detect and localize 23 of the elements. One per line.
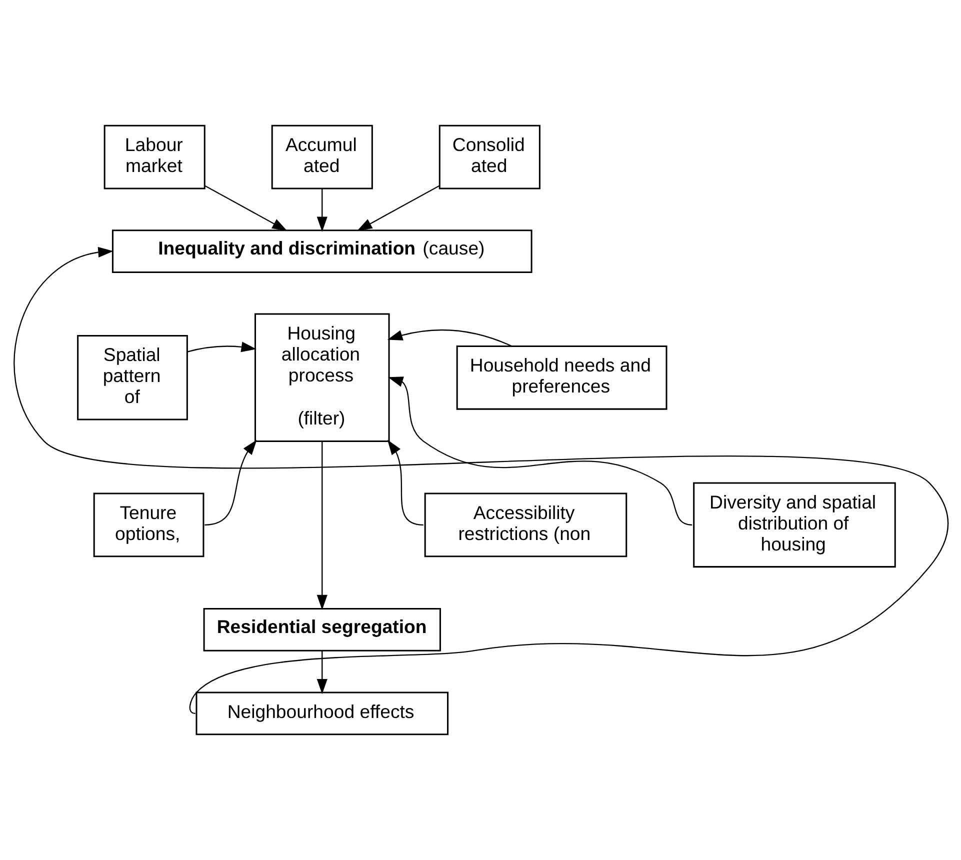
arrow <box>186 342 256 352</box>
node-box: Inequality and discrimination (cause) <box>111 230 532 273</box>
arrow <box>316 441 327 610</box>
node-box: Housing allocation process (filter) <box>254 313 390 442</box>
node-box: Accumul ated <box>270 124 372 190</box>
arrow <box>386 329 512 347</box>
node-box: Diversity and spatial distribution of housing <box>692 482 896 568</box>
node-box: Spatial pattern of <box>76 335 188 420</box>
arrow <box>356 185 440 232</box>
arrow <box>386 440 423 526</box>
arrow <box>204 440 256 526</box>
node-box: Tenure options, <box>92 492 204 558</box>
arrow <box>316 188 327 232</box>
arrow <box>14 246 948 714</box>
arrow <box>387 376 692 526</box>
node-box: Labour market <box>103 124 205 190</box>
node-box: Household needs and preferences <box>456 345 667 410</box>
arrow <box>316 650 327 694</box>
node-box: Consolid ated <box>438 124 540 190</box>
node-box: Accessibility restrictions (non <box>424 492 627 558</box>
node-box: Neighbourhood effects <box>195 692 448 736</box>
arrow <box>204 185 287 232</box>
node-box: Residential segregation <box>202 608 440 652</box>
